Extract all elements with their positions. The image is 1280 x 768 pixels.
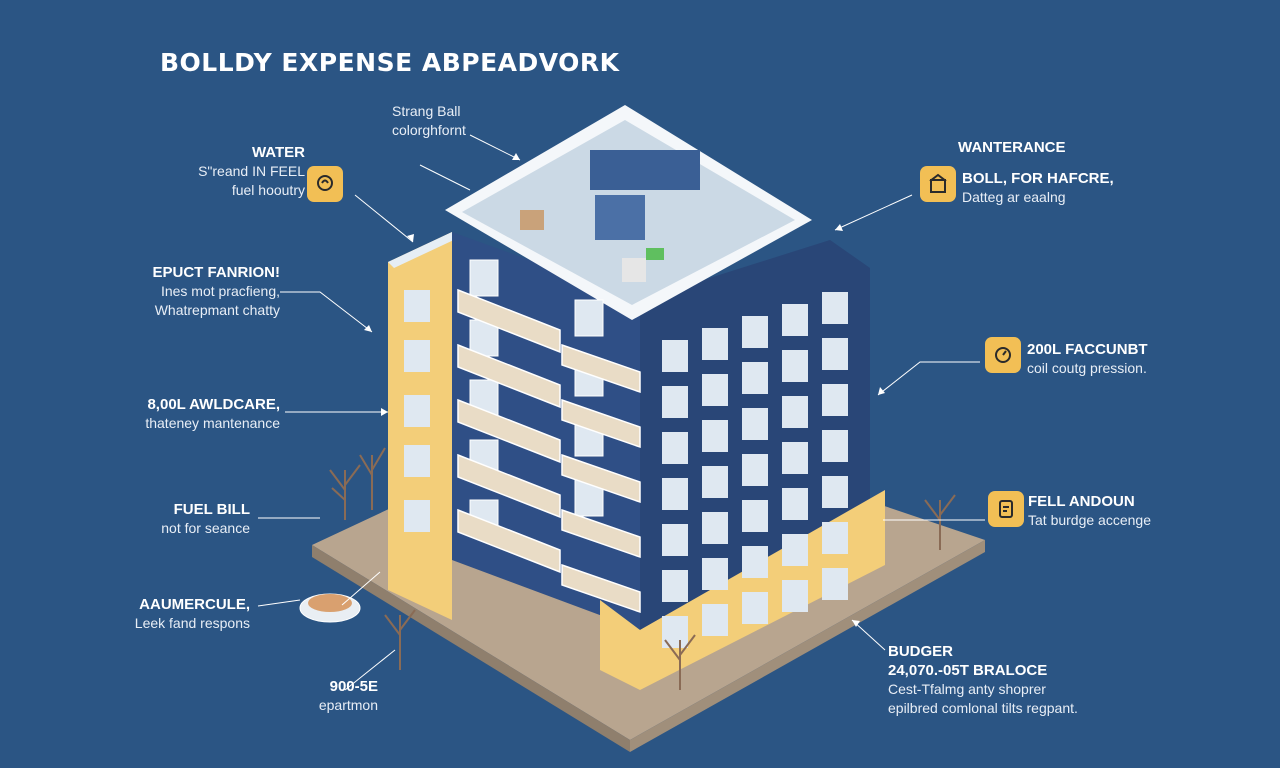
callout-epuct: EPUCT FANRION! Ines mot pracfieng, Whatr…: [152, 264, 281, 318]
window: [742, 592, 768, 624]
window: [742, 362, 768, 394]
window: [662, 616, 688, 648]
window: [662, 570, 688, 602]
window: [702, 328, 728, 360]
page-title: BOLLDY EXPENSE ABPEADVORK: [160, 48, 620, 77]
callout-awldcare: 8,00L AWLDCARE, thateney mantenance: [145, 396, 280, 431]
window: [662, 340, 688, 372]
window: [782, 350, 808, 382]
window: [782, 442, 808, 474]
window: [822, 522, 848, 554]
callout-wanterance: BOLL, FOR HAFCRE, Datteg ar eaalng: [962, 170, 1114, 205]
window: [822, 430, 848, 462]
window: [662, 478, 688, 510]
window: [782, 534, 808, 566]
window: [662, 432, 688, 464]
window: [822, 338, 848, 370]
window: [702, 466, 728, 498]
callout-fell-andoun: FELL ANDOUN Tat burdge accenge: [1028, 493, 1151, 528]
window: [702, 604, 728, 636]
callout-epartmon: 900-5E epartmon: [318, 678, 378, 713]
window: [702, 512, 728, 544]
callout-fuel-bill: FUEL BILL not for seance: [161, 501, 250, 536]
window: [822, 292, 848, 324]
callout-top-note: Strang Ball colorghfornt: [392, 103, 466, 138]
window: [822, 476, 848, 508]
window: [822, 568, 848, 600]
window: [822, 384, 848, 416]
document-icon: [988, 491, 1024, 527]
callout-water: WATER S"reand IN FEEL fuel hooutry: [198, 144, 305, 198]
callout-budger: BUDGER 24,070.-05T BRALOCE Cest-Tfalmg a…: [888, 643, 1078, 716]
window: [702, 420, 728, 452]
callout-faccunbt: 200L FACCUNBT coil coutg pression.: [1027, 341, 1148, 376]
window: [782, 488, 808, 520]
window: [742, 500, 768, 532]
window: [742, 408, 768, 440]
window: [742, 454, 768, 486]
callout-aaumercule: AAUMERCULE, Leek fand respons: [134, 596, 250, 631]
window: [662, 386, 688, 418]
callout-wanterance-heading: WANTERANCE: [958, 139, 1066, 156]
window: [702, 374, 728, 406]
window: [742, 316, 768, 348]
gauge-icon: [985, 337, 1021, 373]
building-icon: [920, 166, 956, 202]
window: [782, 580, 808, 612]
window: [702, 558, 728, 590]
window: [742, 546, 768, 578]
window: [782, 396, 808, 428]
window: [782, 304, 808, 336]
faucet-icon: [307, 166, 343, 202]
window: [662, 524, 688, 556]
